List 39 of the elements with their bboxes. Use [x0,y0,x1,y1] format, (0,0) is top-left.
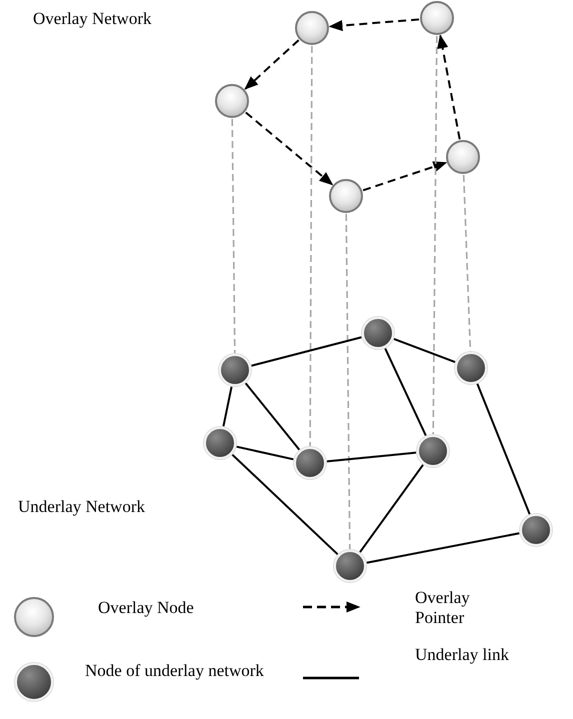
dashed-arrow [244,39,300,90]
overlay-node-circle [329,179,363,213]
network-label: Underlay Network [18,497,145,517]
link-line [476,383,531,515]
link-line [251,336,362,367]
underlay-node-circle [417,435,449,467]
dashed-arrow [245,112,334,186]
dashed-arrow [362,161,448,192]
underlay-node-circle [520,514,552,546]
link-line [232,454,338,556]
legend-label: Underlay link [415,645,509,665]
link-line [359,464,424,553]
link-line [366,532,520,564]
network-label: Overlay Network [33,9,152,29]
link-line [222,386,233,427]
legend-label: Overlay Node [98,598,194,618]
link-line [326,452,416,462]
dashed-arrow [328,18,420,32]
legend-label: Overlay Pointer [415,588,471,628]
underlay-node-circle [334,550,366,582]
underlay-node-circle [362,317,394,349]
dashed-line [345,214,351,549]
link-line [384,348,427,436]
overlay-node-circle [446,140,480,174]
overlay-node-circle [215,84,249,118]
legend-label: Node of underlay network [85,661,265,681]
underlay-node-circle [219,354,251,386]
link-line [394,338,456,363]
dashed-line [309,46,313,446]
underlay-node-circle [204,427,236,459]
underlay-node-circle [294,447,326,479]
dashed-line [432,36,438,434]
link-line [236,446,294,460]
underlay-node-circle [455,352,487,384]
link-line [244,382,300,450]
overlay-node-circle [295,11,329,45]
dashed-line [231,119,236,353]
dashed-arrow [437,34,461,140]
overlay-node-circle [420,1,454,35]
